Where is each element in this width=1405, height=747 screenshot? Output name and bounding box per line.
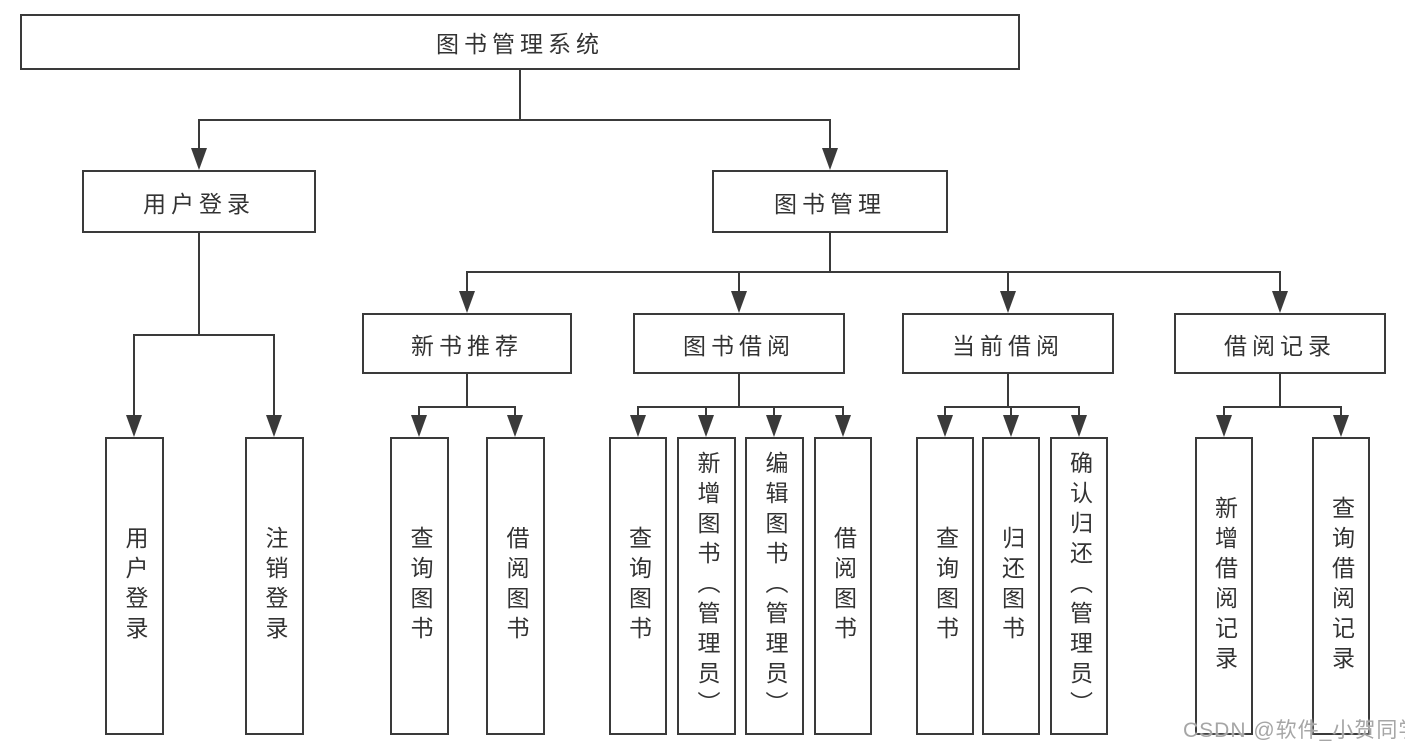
- connector-book-borrow-stem: [738, 374, 740, 408]
- connector-user-login-bar: [133, 334, 275, 336]
- arrow-down-icon: [191, 148, 207, 170]
- node-book-borrow: 图书借阅: [633, 313, 845, 374]
- arrow-down-icon: [835, 415, 851, 437]
- arrow-down-icon: [766, 415, 782, 437]
- connector-drop: [944, 408, 946, 416]
- node-root-library-system: 图书管理系统: [20, 14, 1020, 70]
- csdn-watermark: CSDN @软件_小贺同学: [1183, 719, 1405, 742]
- arrow-down-icon: [411, 415, 427, 437]
- connector-drop-leaf-logout: [273, 336, 275, 416]
- connector-new-book-bar: [418, 406, 516, 408]
- arrow-down-icon: [1333, 415, 1349, 437]
- arrow-down-icon: [459, 291, 475, 313]
- connector-current-borrow-bar: [944, 406, 1080, 408]
- connector-user-login-stem: [198, 233, 200, 336]
- node-user-login: 用户登录: [82, 170, 316, 233]
- connector-drop: [773, 408, 775, 416]
- connector-drop: [1010, 408, 1012, 416]
- connector-book-borrow-bar: [637, 406, 844, 408]
- connector-new-book-stem: [466, 374, 468, 408]
- leaf-logout: 注销登录: [245, 437, 304, 735]
- connector-drop: [637, 408, 639, 416]
- node-borrow-records: 借阅记录: [1174, 313, 1386, 374]
- leaf-borrow-books: 借阅图书: [814, 437, 872, 735]
- arrow-down-icon: [1071, 415, 1087, 437]
- leaf-confirm-return-admin: 确认归还（管理员）: [1050, 437, 1108, 735]
- arrow-down-icon: [1000, 291, 1016, 313]
- arrow-down-icon: [1216, 415, 1232, 437]
- connector-drop: [1340, 408, 1342, 416]
- arrow-down-icon: [630, 415, 646, 437]
- leaf-query-books-current: 查询图书: [916, 437, 974, 735]
- connector-book-management-bar: [466, 271, 1281, 273]
- connector-borrow-records-stem: [1279, 374, 1281, 408]
- connector-drop-current-borrow: [1007, 273, 1009, 293]
- leaf-query-borrow-record: 查询借阅记录: [1312, 437, 1370, 735]
- leaf-user-login: 用户登录: [105, 437, 164, 735]
- connector-drop-user-login: [198, 121, 200, 150]
- connector-drop: [705, 408, 707, 416]
- node-current-borrow: 当前借阅: [902, 313, 1114, 374]
- leaf-edit-books-admin: 编辑图书（管理员）: [745, 437, 804, 735]
- arrow-down-icon: [1003, 415, 1019, 437]
- connector-drop: [418, 408, 420, 416]
- connector-drop: [842, 408, 844, 416]
- connector-drop-leaf-user-login: [133, 336, 135, 416]
- connector-drop-borrow-records: [1279, 273, 1281, 293]
- leaf-query-books-recommend: 查询图书: [390, 437, 449, 735]
- connector-borrow-records-bar: [1223, 406, 1342, 408]
- leaf-add-borrow-record: 新增借阅记录: [1195, 437, 1253, 735]
- arrow-down-icon: [126, 415, 142, 437]
- node-book-management: 图书管理: [712, 170, 948, 233]
- connector-drop-book-management: [829, 121, 831, 150]
- arrow-down-icon: [822, 148, 838, 170]
- arrow-down-icon: [698, 415, 714, 437]
- leaf-query-books-borrow: 查询图书: [609, 437, 667, 735]
- connector-drop-new-book: [466, 273, 468, 293]
- node-new-book-recommend: 新书推荐: [362, 313, 572, 374]
- connector-root-bar: [198, 119, 831, 121]
- leaf-borrow-books-recommend: 借阅图书: [486, 437, 545, 735]
- connector-drop: [1078, 408, 1080, 416]
- connector-book-management-stem: [829, 233, 831, 273]
- arrow-down-icon: [1272, 291, 1288, 313]
- leaf-add-books-admin: 新增图书（管理员）: [677, 437, 736, 735]
- arrow-down-icon: [507, 415, 523, 437]
- connector-drop: [514, 408, 516, 416]
- leaf-return-books: 归还图书: [982, 437, 1040, 735]
- connector-drop: [1223, 408, 1225, 416]
- connector-root-stem: [519, 70, 521, 121]
- arrow-down-icon: [266, 415, 282, 437]
- connector-drop-book-borrow: [738, 273, 740, 293]
- arrow-down-icon: [731, 291, 747, 313]
- arrow-down-icon: [937, 415, 953, 437]
- connector-current-borrow-stem: [1007, 374, 1009, 408]
